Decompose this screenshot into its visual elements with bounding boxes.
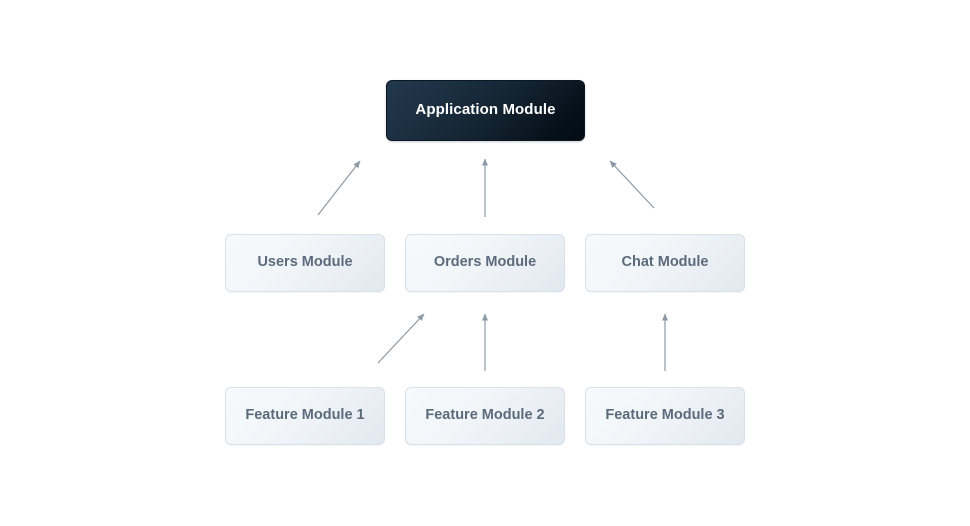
node-feature-module-3[interactable]: Feature Module 3 (585, 387, 745, 445)
node-chat-module[interactable]: Chat Module (585, 234, 745, 292)
node-users-module-label: Users Module (257, 254, 353, 271)
arrow-feature1-to-orders (377, 313, 425, 364)
arrow-chat-to-application (609, 160, 655, 209)
node-feature-module-2[interactable]: Feature Module 2 (405, 387, 565, 445)
node-orders-module[interactable]: Orders Module (405, 234, 565, 292)
node-users-module[interactable]: Users Module (225, 234, 385, 292)
node-chat-module-label: Chat Module (621, 254, 709, 271)
node-feature-module-3-label: Feature Module 3 (605, 407, 725, 424)
node-feature-module-2-label: Feature Module 2 (425, 407, 545, 424)
node-application-module-label: Application Module (415, 101, 556, 119)
node-application-module[interactable]: Application Module (386, 80, 585, 141)
node-feature-module-1[interactable]: Feature Module 1 (225, 387, 385, 445)
node-orders-module-label: Orders Module (433, 254, 537, 271)
arrow-users-to-application (317, 160, 361, 216)
node-feature-module-1-label: Feature Module 1 (245, 407, 365, 424)
